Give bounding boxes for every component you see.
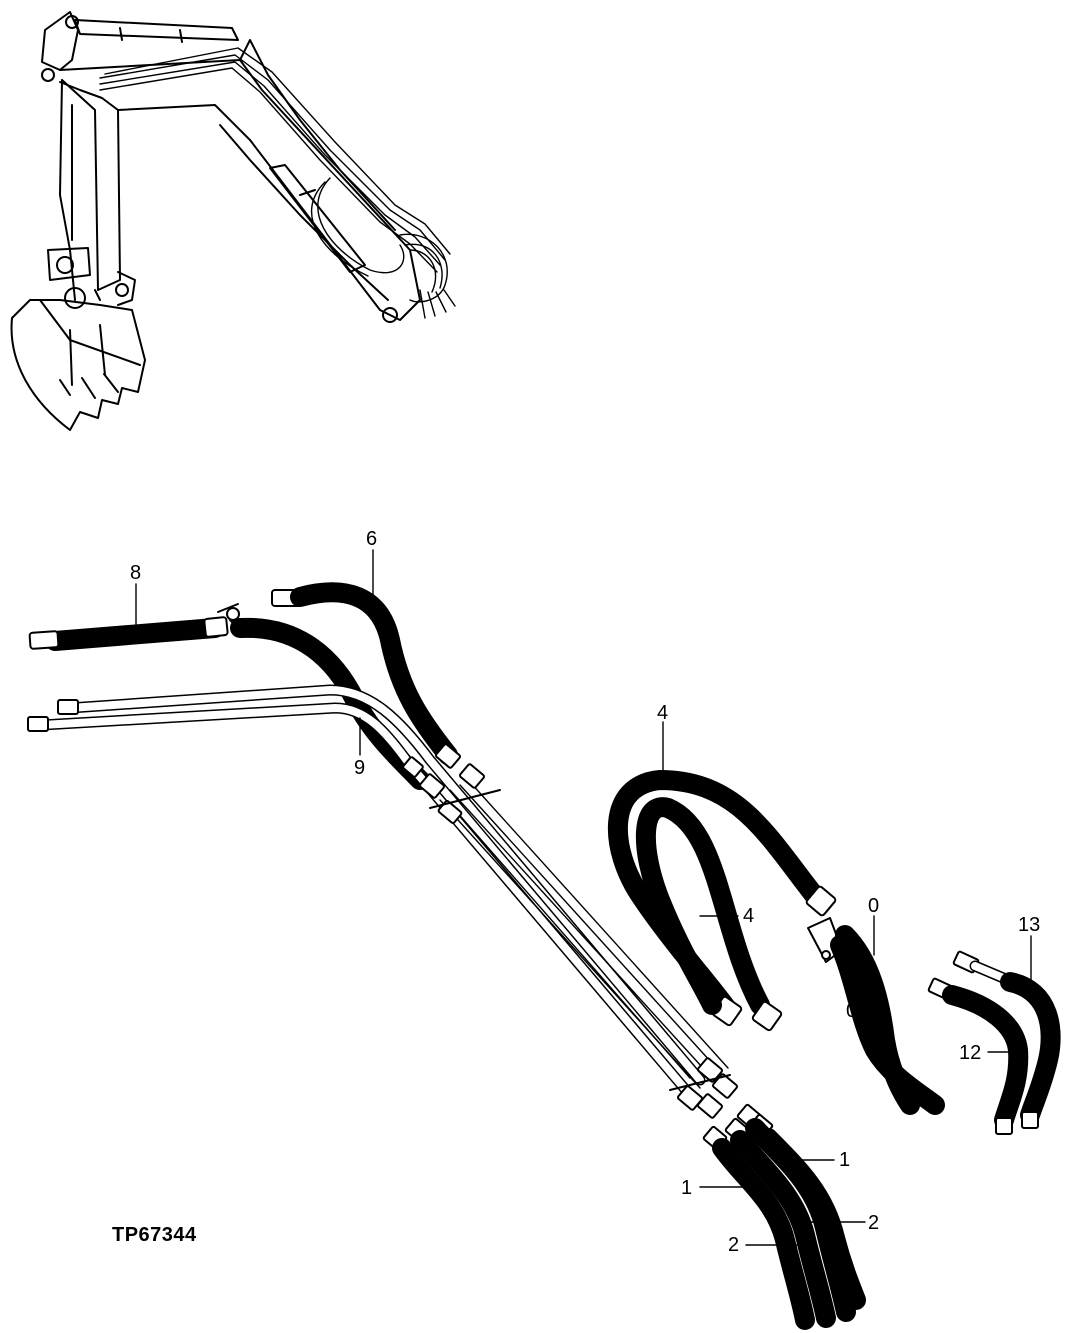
callout-12: 12 xyxy=(959,1042,982,1064)
callout-0-upper: 0 xyxy=(868,895,880,917)
callout-2-right: 2 xyxy=(868,1212,880,1234)
leader-lines xyxy=(135,549,1032,1246)
short-hose-group xyxy=(927,950,1061,1135)
callout-13: 13 xyxy=(1018,914,1041,936)
callout-1-left: 1 xyxy=(681,1177,693,1199)
excavator-arm-illustration xyxy=(10,11,456,431)
callout-9: 9 xyxy=(354,757,366,779)
callout-4-inner: 4 xyxy=(743,905,755,927)
callout-6: 6 xyxy=(366,528,378,550)
tube-assembly xyxy=(27,582,738,1119)
callout-1-right: 1 xyxy=(839,1149,851,1171)
lower-hose-group xyxy=(702,1103,866,1330)
callout-2-left: 2 xyxy=(728,1234,740,1256)
callout-0-lower: 0 xyxy=(846,1000,858,1022)
callout-8: 8 xyxy=(130,562,142,584)
u-hose-group xyxy=(607,770,945,1115)
callout-4-outer: 4 xyxy=(657,702,669,724)
drawing-id-label: TP67344 xyxy=(112,1224,197,1246)
